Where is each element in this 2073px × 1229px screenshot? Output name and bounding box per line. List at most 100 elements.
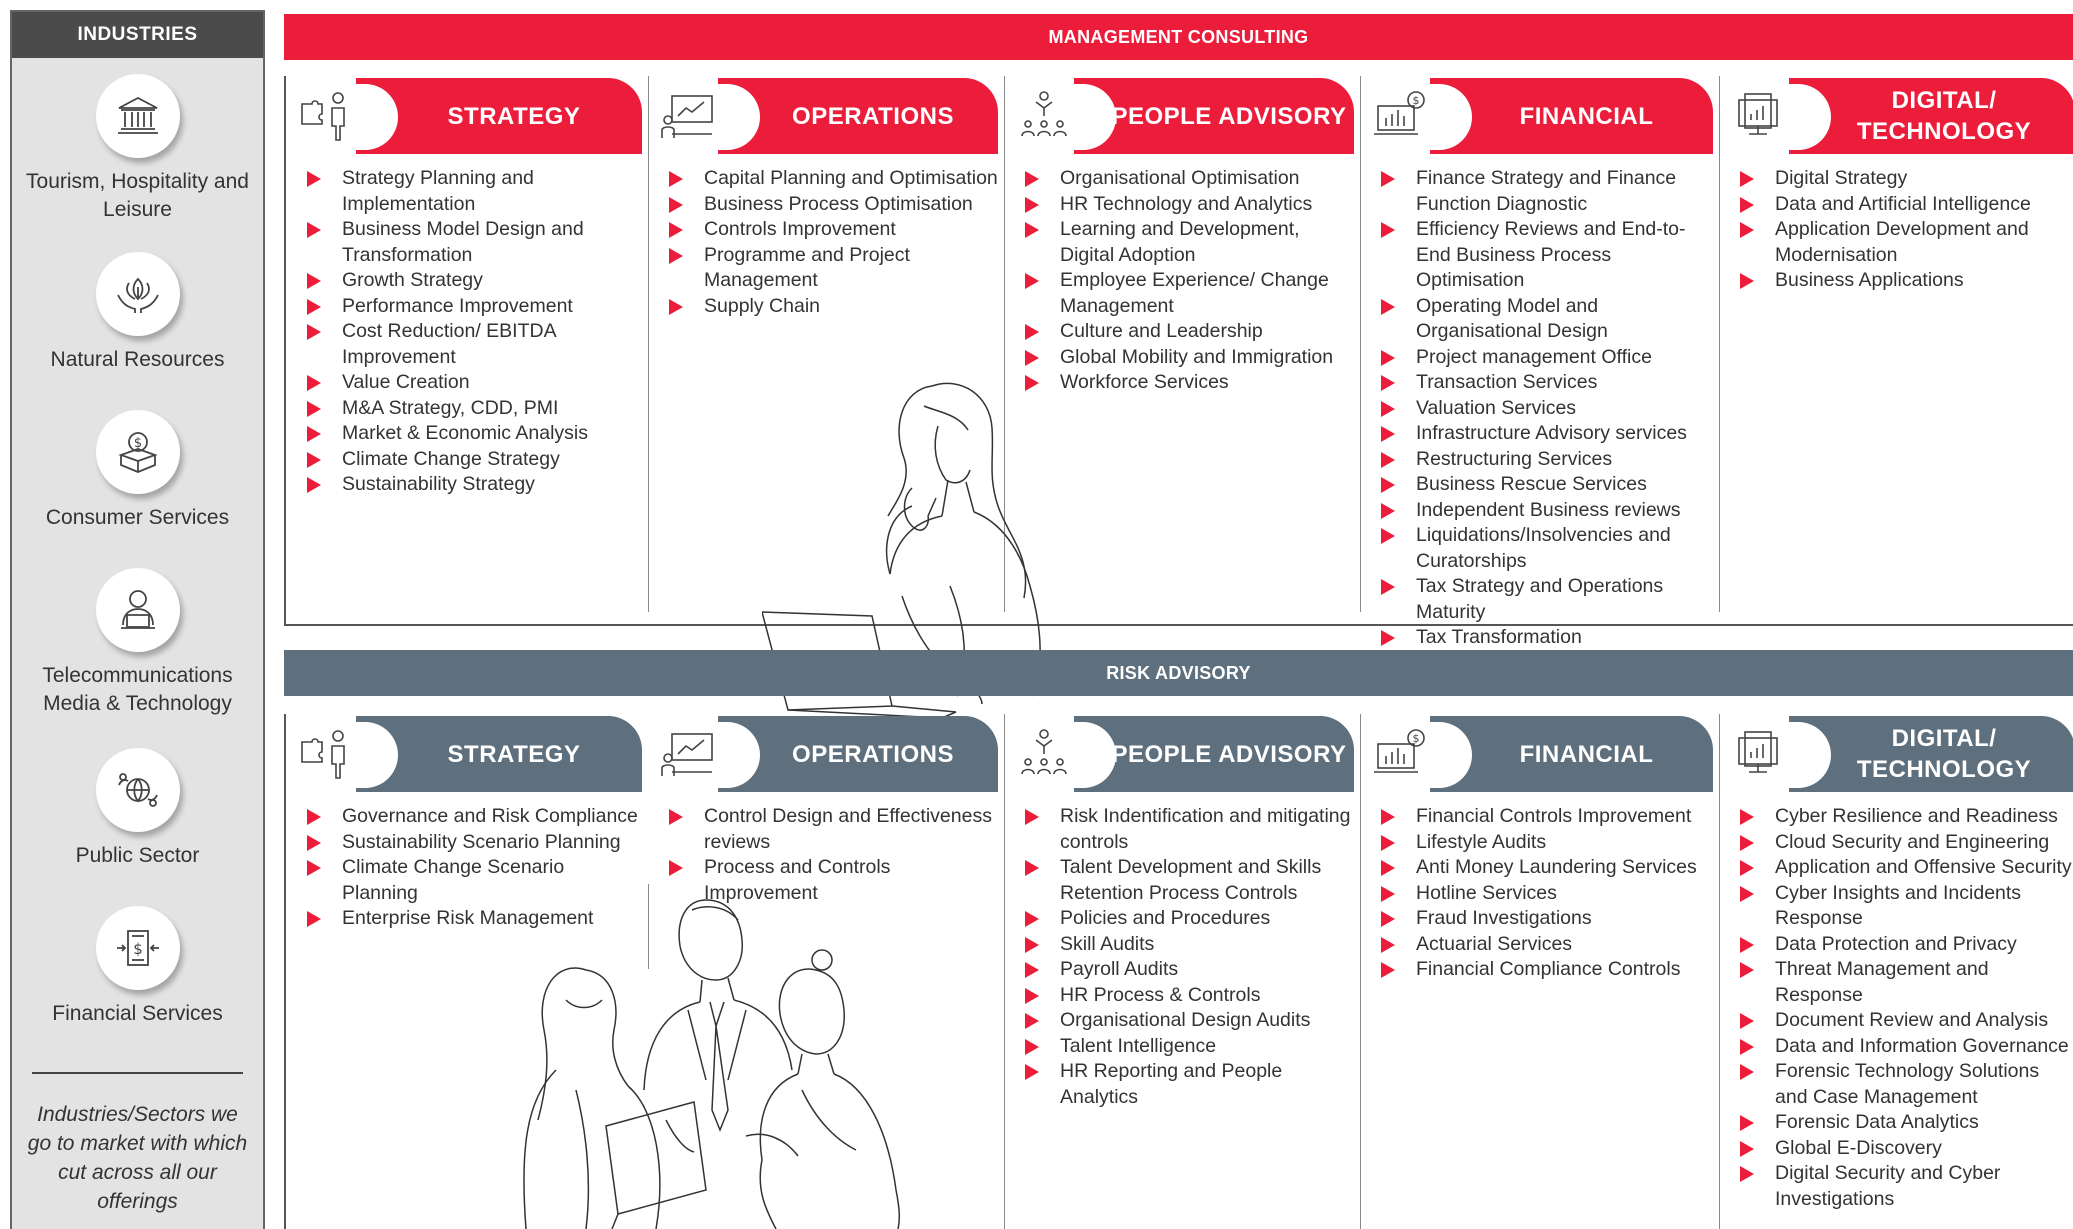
ra-financial-column: $ FINANCIAL Financial Controls Improveme… xyxy=(1360,714,1719,1229)
list-item: Transaction Services xyxy=(1378,370,1718,396)
list-item: Document Review and Analysis xyxy=(1737,1008,2073,1034)
industries-sidebar: INDUSTRIES Tourism, Hospitality and Leis… xyxy=(10,10,265,1229)
list-item: M&A Strategy, CDD, PMI xyxy=(304,396,644,422)
ra-strategy-tab: STRATEGY xyxy=(286,716,648,792)
list-item: Global E-Discovery xyxy=(1737,1136,2073,1162)
ra-digital-tab: DIGITAL/ TECHNOLOGY xyxy=(1719,716,2073,792)
list-item: Digital Security and Cyber Investigation… xyxy=(1737,1161,2073,1212)
column-divider xyxy=(1719,714,1720,1229)
ra-digital-column: DIGITAL/ TECHNOLOGY Cyber Resilience and… xyxy=(1719,714,2073,1229)
column-divider xyxy=(1719,76,1720,612)
presentation-chart-icon xyxy=(661,733,713,776)
dollar-document-icon: $ xyxy=(95,906,180,990)
sidebar-divider xyxy=(32,1072,243,1074)
industry-label: Consumer Services xyxy=(45,506,230,529)
list-item: Application and Offensive Security xyxy=(1737,855,2073,881)
list-item: HR Reporting and People Analytics xyxy=(1022,1059,1358,1110)
list-item: Cost Reduction/ EBITDA Improvement xyxy=(304,319,644,370)
list-item: Talent Intelligence xyxy=(1022,1034,1358,1060)
svg-text:$: $ xyxy=(1413,732,1420,745)
mc-financial-column: $ FINANCIAL Finance Strategy and Finance… xyxy=(1360,76,1719,648)
puzzle-person-icon xyxy=(301,730,345,779)
mc-digital-tab: DIGITAL/ TECHNOLOGY xyxy=(1719,78,2073,154)
computer-chart-icon xyxy=(1738,93,1778,135)
list-item: Cyber Insights and Incidents Response xyxy=(1737,881,2073,932)
list-item: Enterprise Risk Management xyxy=(304,906,644,932)
list-item: Skill Audits xyxy=(1022,932,1358,958)
list-item: Infrastructure Advisory services xyxy=(1378,421,1718,447)
mc-financial-list: Finance Strategy and Finance Function Di… xyxy=(1378,166,1718,651)
industries-header: INDUSTRIES xyxy=(12,12,263,58)
mc-operations-tab: OPERATIONS xyxy=(648,78,1004,154)
list-item: Policies and Procedures xyxy=(1022,906,1358,932)
mc-people-tab: PEOPLE ADVISORY xyxy=(1004,78,1360,154)
list-item: Threat Management and Response xyxy=(1737,957,2073,1008)
mc-strategy-tab: STRATEGY xyxy=(286,78,648,154)
list-item: Payroll Audits xyxy=(1022,957,1358,983)
industry-financial-services: $ Financial Services xyxy=(12,906,263,1028)
list-item: HR Process & Controls xyxy=(1022,983,1358,1009)
list-item: Forensic Data Analytics xyxy=(1737,1110,2073,1136)
mc-people-title: PEOPLE ADVISORY xyxy=(1111,102,1347,130)
list-item: Workforce Services xyxy=(1022,370,1358,396)
ra-strategy-column: STRATEGY Governance and Risk Compliance … xyxy=(286,714,648,1229)
list-item: Fraud Investigations xyxy=(1378,906,1718,932)
mc-people-column: PEOPLE ADVISORY Organisational Optimisat… xyxy=(1004,76,1360,624)
risk-advisory-header: RISK ADVISORY xyxy=(284,650,2073,696)
mc-people-list: Organisational Optimisation HR Technolog… xyxy=(1022,166,1358,396)
finance-chart-icon: $ xyxy=(1374,91,1425,135)
list-item: Process and Controls Improvement xyxy=(666,855,1002,906)
dollar-box-icon: $ xyxy=(95,410,180,494)
list-item: Talent Development and Skills Retention … xyxy=(1022,855,1358,906)
industry-label: Natural Resources xyxy=(50,348,225,371)
list-item: Forensic Technology Solutions and Case M… xyxy=(1737,1059,2073,1110)
mc-strategy-list: Strategy Planning and Implementation Bus… xyxy=(304,166,644,498)
list-item: Learning and Development, Digital Adopti… xyxy=(1022,217,1358,268)
list-item: Independent Business reviews xyxy=(1378,498,1718,524)
list-item: Tax Transformation xyxy=(1378,625,1718,651)
hands-leaf-icon xyxy=(95,252,180,336)
management-consulting-header: MANAGEMENT CONSULTING xyxy=(284,14,2073,60)
list-item: Data and Information Governance xyxy=(1737,1034,2073,1060)
mc-strategy-title: STRATEGY xyxy=(447,102,581,130)
list-item: Organisational Design Audits xyxy=(1022,1008,1358,1034)
column-divider xyxy=(1004,76,1005,612)
mc-digital-list: Digital Strategy Data and Artificial Int… xyxy=(1737,166,2073,294)
ra-operations-title: OPERATIONS xyxy=(792,740,954,768)
column-divider xyxy=(648,884,649,969)
list-item: Digital Strategy xyxy=(1737,166,2073,192)
people-group-icon xyxy=(1021,729,1067,775)
ra-financial-list: Financial Controls Improvement Lifestyle… xyxy=(1378,804,1718,983)
list-item: Business Applications xyxy=(1737,268,2073,294)
ra-digital-list: Cyber Resilience and Readiness Cloud Sec… xyxy=(1737,804,2073,1212)
industry-consumer-services: $ Consumer Services xyxy=(12,410,263,532)
ra-operations-tab: OPERATIONS xyxy=(648,716,1004,792)
globe-people-icon xyxy=(95,748,180,832)
mc-strategy-column: STRATEGY Strategy Planning and Implement… xyxy=(286,76,648,624)
list-item: Cyber Resilience and Readiness xyxy=(1737,804,2073,830)
list-item: Employee Experience/ Change Management xyxy=(1022,268,1358,319)
industry-label: Financial Services xyxy=(52,1002,223,1025)
list-item: Tax Strategy and Operations Maturity xyxy=(1378,574,1718,625)
svg-text:$: $ xyxy=(133,940,143,958)
risk-advisory-section: STRATEGY Governance and Risk Compliance … xyxy=(284,714,2073,1229)
list-item: Operating Model and Organisational Desig… xyxy=(1378,294,1718,345)
mc-financial-tab: $ FINANCIAL xyxy=(1360,78,1719,154)
ra-strategy-list: Governance and Risk Compliance Sustainab… xyxy=(304,804,644,932)
ra-people-title: PEOPLE ADVISORY xyxy=(1111,740,1347,768)
list-item: Data Protection and Privacy xyxy=(1737,932,2073,958)
mc-operations-column: OPERATIONS Capital Planning and Optimisa… xyxy=(648,76,1004,624)
list-item: Financial Compliance Controls xyxy=(1378,957,1718,983)
list-item: Business Process Optimisation xyxy=(666,192,1002,218)
ra-people-column: PEOPLE ADVISORY Risk Indentification and… xyxy=(1004,714,1360,1229)
list-item: Actuarial Services xyxy=(1378,932,1718,958)
list-item: Climate Change Strategy xyxy=(304,447,644,473)
person-laptop-icon xyxy=(95,568,180,652)
computer-chart-icon xyxy=(1738,731,1778,773)
column-divider xyxy=(1004,714,1005,1229)
list-item: Application Development and Modernisatio… xyxy=(1737,217,2073,268)
industry-label: Tourism, Hospitality and Leisure xyxy=(26,170,249,221)
industry-telecommunications: Telecommunications Media & Technology xyxy=(12,568,263,718)
list-item: Governance and Risk Compliance xyxy=(304,804,644,830)
ra-digital-title: DIGITAL/ TECHNOLOGY xyxy=(1856,725,2032,783)
